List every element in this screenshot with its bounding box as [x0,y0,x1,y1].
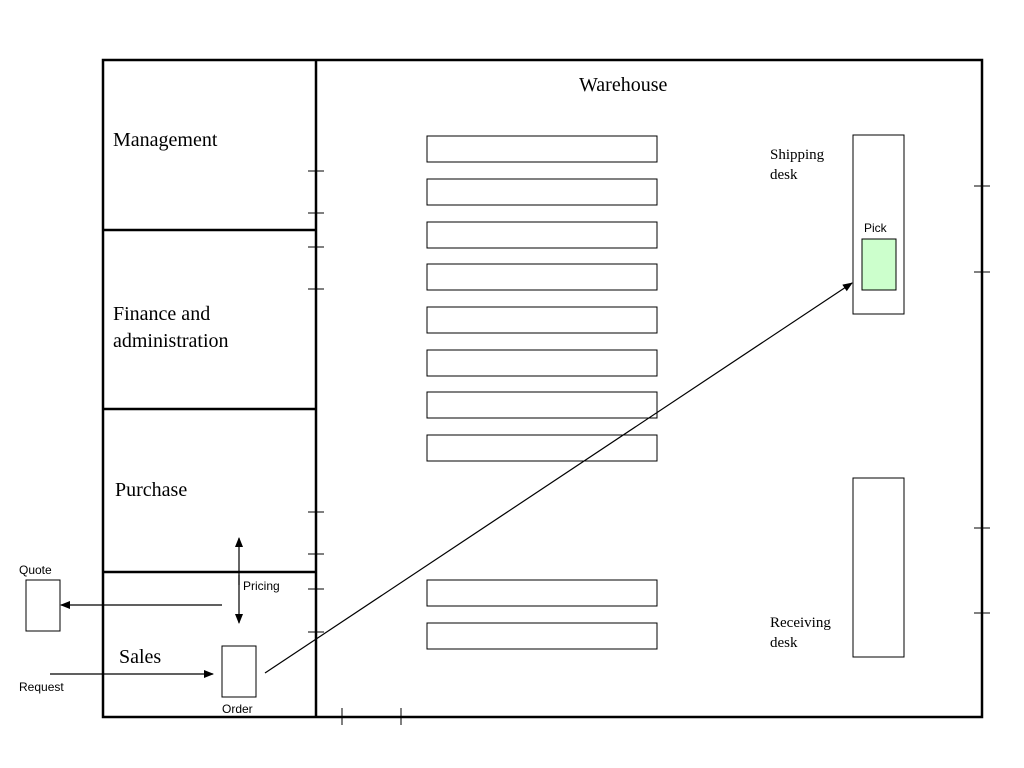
receiving-desk-label-line1: Receiving [770,615,831,631]
shelf [426,349,658,377]
shipping-desk-label-line1: Shipping [770,147,825,163]
shelf [426,622,658,650]
pick-label: Pick [864,221,888,235]
order-document [221,645,257,698]
order-to-pick-arrow [264,282,853,674]
receiving-desk-label-line2: desk [770,635,798,651]
sales-label: Sales [119,646,161,668]
pick-box [861,238,897,291]
management-label: Management [113,129,218,151]
shelf [426,579,658,607]
finance-label-line1: Finance and [113,303,210,325]
quote-document [25,579,61,632]
shelf [426,178,658,206]
storage-shelves [426,135,658,650]
finance-label-line2: administration [113,330,229,352]
request-label: Request [19,680,64,694]
shelf [426,306,658,334]
right-wall-door-ticks [974,185,990,614]
warehouse-label: Warehouse [579,74,667,96]
office-door-ticks [308,170,324,633]
shelf [426,263,658,291]
receiving-desk [852,477,905,658]
pricing-label: Pricing [243,579,280,593]
shelf [426,221,658,249]
bottom-wall-door-ticks [341,708,402,725]
purchase-label: Purchase [115,479,187,501]
shipping-desk-label-line2: desk [770,167,798,183]
shelf [426,135,658,163]
shelf [426,391,658,419]
building-outline [101,58,984,719]
shelf [426,434,658,462]
quote-label: Quote [19,563,52,577]
order-label: Order [222,702,253,716]
